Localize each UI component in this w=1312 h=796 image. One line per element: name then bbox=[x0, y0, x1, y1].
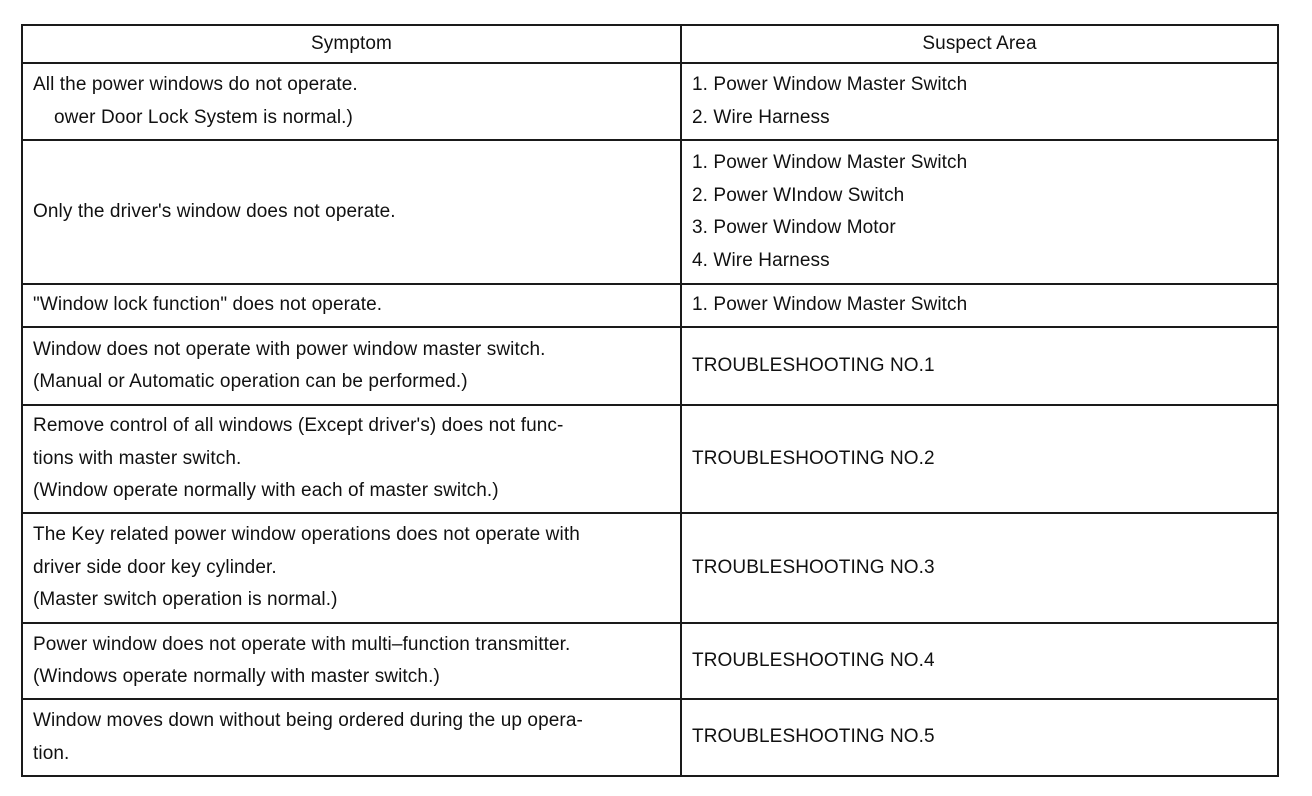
troubleshooting-reference: TROUBLESHOOTING NO.4 bbox=[692, 649, 935, 671]
suspect-area-text: 1. Power Window Master Switch bbox=[692, 74, 968, 95]
symptom-cell: Only the driver's window does not operat… bbox=[21, 139, 682, 285]
symptom-cell: Window moves down without being ordered … bbox=[21, 698, 682, 777]
table-row: All the power windows do not operate. ow… bbox=[21, 62, 1279, 141]
symptom-text: (Master switch operation is normal.) bbox=[33, 589, 338, 611]
table-row: Window does not operate with power windo… bbox=[21, 326, 1279, 406]
suspect-area-text: 1. Power Window Master Switch bbox=[692, 294, 968, 316]
symptom-text: tion. bbox=[33, 742, 70, 764]
suspect-area-cell: 1. Power Window Master Switch 2. Wire Ha… bbox=[680, 62, 1279, 141]
table-row: The Key related power window operations … bbox=[21, 512, 1279, 624]
symptom-text: (Window operate normally with each of ma… bbox=[33, 480, 499, 502]
troubleshooting-table: Symptom Suspect Area All the power windo… bbox=[21, 24, 1279, 777]
suspect-area-cell: TROUBLESHOOTING NO.4 bbox=[680, 622, 1279, 700]
symptom-text: Power window does not operate with multi… bbox=[33, 633, 571, 655]
symptom-text: ower Door Lock System is normal.) bbox=[54, 106, 353, 128]
symptom-text: tions with master switch. bbox=[33, 447, 242, 469]
symptom-cell: "Window lock function" does not operate. bbox=[21, 283, 682, 328]
suspect-area-cell: 1. Power Window Master Switch bbox=[680, 283, 1279, 328]
table-header-row: Symptom Suspect Area bbox=[21, 24, 1279, 64]
symptom-text: All the power windows do not operate. bbox=[33, 74, 358, 95]
symptom-text: Only the driver's window does not operat… bbox=[33, 200, 396, 222]
table-row: "Window lock function" does not operate.… bbox=[21, 283, 1279, 328]
table-row: Only the driver's window does not operat… bbox=[21, 139, 1279, 285]
suspect-area-text: 2. Power WIndow Switch bbox=[692, 184, 905, 206]
suspect-area-text: 4. Wire Harness bbox=[692, 249, 830, 271]
symptom-text: Remove control of all windows (Except dr… bbox=[33, 415, 564, 437]
suspect-area-text: 1. Power Window Master Switch bbox=[692, 152, 968, 173]
symptom-text: driver side door key cylinder. bbox=[33, 556, 277, 578]
table-row: Window moves down without being ordered … bbox=[21, 698, 1279, 777]
symptom-cell: Remove control of all windows (Except dr… bbox=[21, 404, 682, 514]
table-row: Remove control of all windows (Except dr… bbox=[21, 404, 1279, 514]
troubleshooting-reference: TROUBLESHOOTING NO.5 bbox=[692, 726, 935, 748]
symptom-text: The Key related power window operations … bbox=[33, 524, 580, 546]
table-row: Power window does not operate with multi… bbox=[21, 622, 1279, 700]
symptom-cell: Window does not operate with power windo… bbox=[21, 326, 682, 406]
suspect-area-cell: TROUBLESHOOTING NO.1 bbox=[680, 326, 1279, 406]
troubleshooting-reference: TROUBLESHOOTING NO.2 bbox=[692, 447, 935, 469]
symptom-text: Window moves down without being ordered … bbox=[33, 710, 583, 731]
symptom-text: Window does not operate with power windo… bbox=[33, 338, 546, 360]
troubleshooting-reference: TROUBLESHOOTING NO.1 bbox=[692, 354, 935, 376]
suspect-area-cell: TROUBLESHOOTING NO.2 bbox=[680, 404, 1279, 514]
header-symptom: Symptom bbox=[21, 24, 682, 64]
suspect-area-text: 2. Wire Harness bbox=[692, 106, 830, 128]
symptom-text: (Manual or Automatic operation can be pe… bbox=[33, 371, 468, 392]
suspect-area-cell: TROUBLESHOOTING NO.5 bbox=[680, 698, 1279, 777]
suspect-area-cell: TROUBLESHOOTING NO.3 bbox=[680, 512, 1279, 624]
symptom-text: (Windows operate normally with master sw… bbox=[33, 666, 440, 687]
troubleshooting-reference: TROUBLESHOOTING NO.3 bbox=[692, 556, 935, 578]
suspect-area-text: 3. Power Window Motor bbox=[692, 217, 896, 238]
symptom-cell: All the power windows do not operate. ow… bbox=[21, 62, 682, 141]
symptom-cell: Power window does not operate with multi… bbox=[21, 622, 682, 700]
suspect-area-cell: 1. Power Window Master Switch 2. Power W… bbox=[680, 139, 1279, 285]
header-suspect-area: Suspect Area bbox=[680, 24, 1279, 64]
symptom-text: "Window lock function" does not operate. bbox=[33, 294, 383, 316]
symptom-cell: The Key related power window operations … bbox=[21, 512, 682, 624]
